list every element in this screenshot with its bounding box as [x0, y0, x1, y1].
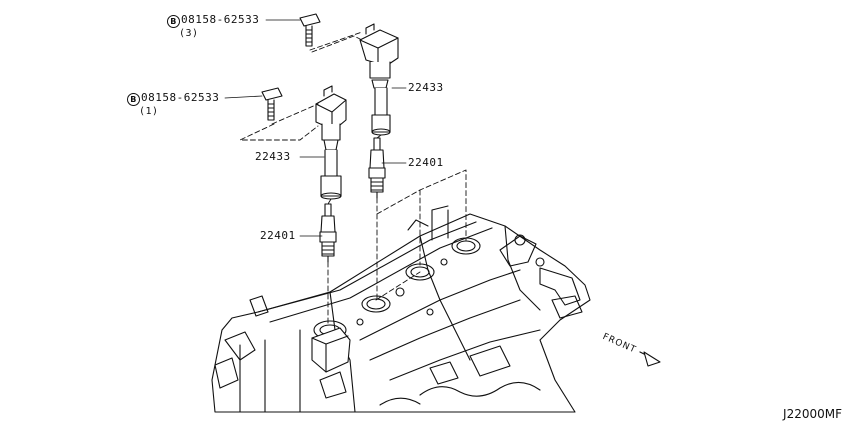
bolt-part-number: 08158-62533 — [181, 13, 260, 26]
bolt-quantity: (3) — [179, 28, 199, 39]
spark-plug-label-left: 22401 — [260, 229, 296, 242]
spark-plug-right — [368, 137, 386, 199]
bolt-upper — [299, 13, 321, 47]
ignition-coil-left — [315, 85, 347, 200]
ignition-coil-upper — [359, 23, 399, 136]
b-marker-icon: B — [167, 15, 180, 28]
b-marker-icon: B — [127, 93, 140, 106]
spark-plug-left — [319, 203, 337, 263]
bolt-part-number: 08158-62533 — [141, 91, 220, 104]
spark-plug-label-right: 22401 — [408, 156, 444, 169]
front-arrow — [639, 351, 661, 367]
bolt-quantity: (1) — [139, 106, 159, 117]
bolt-lower — [261, 87, 283, 121]
engine-head — [211, 205, 591, 413]
coil-label-upper: 22433 — [408, 81, 444, 94]
installed-coil — [311, 327, 351, 373]
diagram-code: J22000MF — [783, 407, 842, 421]
coil-label-left: 22433 — [255, 150, 291, 163]
installation-lines — [239, 31, 467, 326]
leader-lines — [224, 19, 407, 237]
